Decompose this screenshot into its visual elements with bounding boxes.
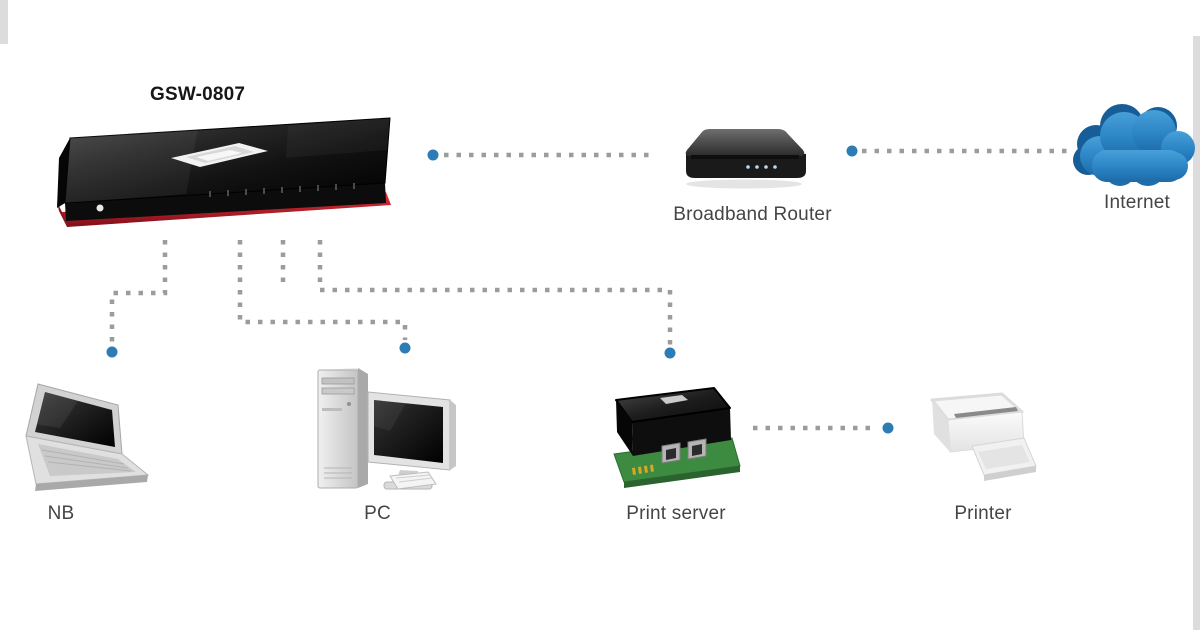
node-internet bbox=[1062, 96, 1200, 200]
link-switch-pc bbox=[237, 240, 408, 340]
internet-label: Internet bbox=[1103, 192, 1171, 213]
internet-cloud-icon bbox=[1073, 104, 1195, 186]
endpoint-dot bbox=[106, 346, 118, 358]
notebook-label: NB bbox=[47, 503, 75, 524]
router-icon bbox=[685, 129, 806, 189]
link-switch-nb bbox=[109, 240, 168, 344]
pc-label: PC bbox=[364, 503, 391, 524]
print-server-label: Print server bbox=[626, 503, 726, 524]
print-server-icon bbox=[613, 387, 741, 488]
printer-label: Printer bbox=[954, 503, 1012, 524]
edge-artifact-top-left bbox=[0, 0, 8, 44]
node-print-server bbox=[602, 380, 752, 492]
edge-artifact-right bbox=[1193, 36, 1200, 630]
node-desktop-pc bbox=[302, 356, 462, 501]
network-switch-icon bbox=[57, 117, 391, 227]
link-switch-printserver bbox=[317, 240, 673, 345]
node-gsw-0807-switch bbox=[38, 100, 408, 240]
node-broadband-router bbox=[666, 120, 826, 192]
endpoint-dot bbox=[427, 149, 439, 161]
endpoint-dot bbox=[664, 347, 676, 359]
node-notebook bbox=[18, 372, 183, 500]
switch-label: GSW-0807 bbox=[150, 84, 246, 105]
node-printer bbox=[912, 382, 1047, 492]
notebook-icon bbox=[25, 383, 150, 491]
desktop-pc-icon bbox=[317, 368, 456, 490]
router-label: Broadband Router bbox=[673, 204, 832, 225]
endpoint-dot bbox=[846, 145, 858, 157]
endpoint-dot bbox=[882, 422, 894, 434]
printer-icon bbox=[930, 392, 1037, 481]
endpoint-dot bbox=[399, 342, 411, 354]
